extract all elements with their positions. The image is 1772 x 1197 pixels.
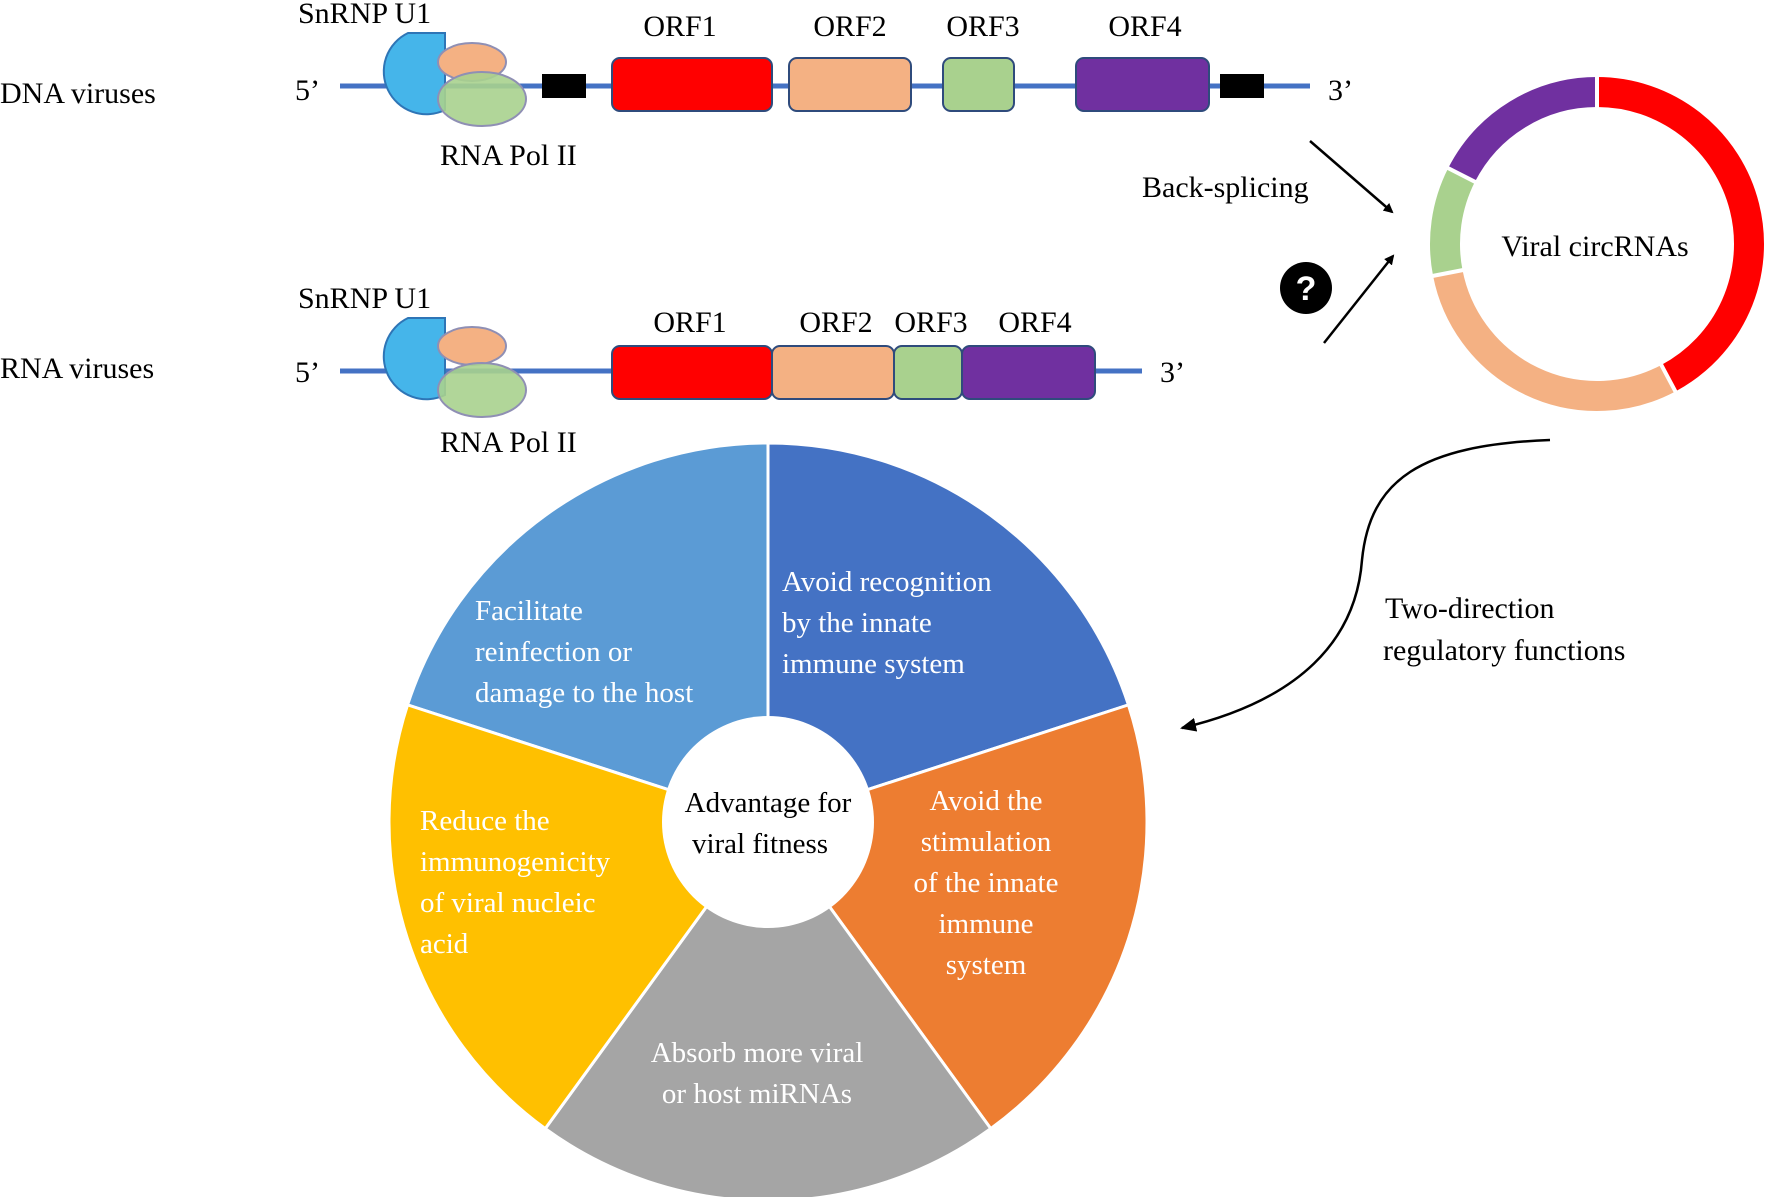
back-splicing-label: Back-splicing [1142, 171, 1309, 204]
wheel-text-reduce-immunogenicity-line1: Reduce the [420, 805, 550, 837]
circrna-label: Viral circRNAs [1501, 230, 1688, 263]
question-mark-glyph: ? [1296, 270, 1317, 308]
rna-orf3-box [893, 345, 963, 400]
rna-snrnp-label: SnRNP U1 [298, 282, 431, 315]
circ-junction-3 [1445, 165, 1478, 185]
dna-orf4-box [1075, 57, 1210, 112]
wheel-text-absorb-mirnas-line1: Absorb more viral [651, 1037, 864, 1069]
rna-orf4-box [961, 345, 1096, 400]
dna-left-marker [542, 74, 586, 98]
viral-circrna-ring: Viral circRNAs [1430, 75, 1764, 411]
dna-orf4-label: ORF4 [1108, 10, 1181, 43]
dna-three-prime-label: 3’ [1328, 74, 1353, 107]
wheel-text-reduce-immunogenicity-line3: of viral nucleic [420, 887, 596, 919]
circ-junction-2 [1430, 267, 1465, 279]
dna-orf2-label: ORF2 [813, 10, 886, 43]
wheel-slice-avoid-recognition [766, 441, 1131, 825]
wheel-slice-absorb-mirnas [543, 819, 993, 1197]
dna-rna-pol-label: RNA Pol II [440, 139, 577, 172]
circ-orf1-arc [1596, 77, 1764, 392]
rna-row-label: RNA viruses [0, 352, 154, 385]
dna-orf1-label: ORF1 [643, 10, 716, 43]
circ-junctions [1430, 75, 1679, 395]
wheel-center-line2: viral fitness [692, 828, 828, 860]
rna-rna-pol-label: RNA Pol II [440, 426, 577, 459]
wheel-text-avoid-recognition-line2: by the innate [782, 607, 932, 639]
dna-snrnp-u1-shape [382, 32, 446, 116]
dna-right-marker [1220, 74, 1264, 98]
wheel-text-avoid-stimulation-line1: Avoid the [929, 785, 1042, 817]
dna-virus-genome: DNA viruses 5’ SnRNP U1 RNA Pol II ORF1 … [0, 0, 1353, 172]
circ-orf4-arc [1448, 77, 1598, 183]
regulatory-label-line1: Two-direction [1385, 592, 1555, 625]
wheel-text-avoid-stimulation-line3: of the innate [914, 867, 1059, 899]
rna-orf3-label: ORF3 [894, 306, 967, 339]
wheel-center-line1: Advantage for [685, 787, 852, 819]
rna-to-circrna-arrow [1323, 254, 1395, 344]
wheel-text-absorb-mirnas-line2: or host miRNAs [662, 1078, 852, 1110]
rna-snrnp-small-subunit [437, 326, 507, 366]
dna-snrnp-label: SnRNP U1 [298, 0, 431, 30]
wheel-text-avoid-stimulation-line4: immune [938, 908, 1033, 940]
rna-five-prime-label: 5’ [295, 356, 320, 389]
circ-junction-1 [1658, 362, 1679, 395]
rna-snrnp-u1-shape [382, 317, 446, 401]
wheel-center-circle [662, 716, 874, 928]
regulatory-curved-arrow [1180, 438, 1551, 732]
wheel-text-avoid-recognition-line1: Avoid recognition [782, 566, 992, 598]
dna-row-label: DNA viruses [0, 77, 156, 110]
rna-orf4-label: ORF4 [998, 306, 1071, 339]
dna-orf2-box [788, 57, 912, 112]
rna-three-prime-label: 3’ [1160, 356, 1185, 389]
wheel-text-avoid-stimulation-line5: system [946, 949, 1027, 981]
wheel-slice-reinfection [405, 441, 770, 825]
rna-orf1-box [611, 345, 773, 400]
dna-orf1-box [611, 57, 773, 112]
rna-orf1-label: ORF1 [653, 306, 726, 339]
circ-orf3-arc [1430, 168, 1476, 276]
circ-orf2-arc [1433, 269, 1676, 411]
dna-orf3-label: ORF3 [946, 10, 1019, 43]
rna-orf2-box [771, 345, 895, 400]
wheel-text-reinfection-line1: Facilitate [475, 595, 583, 627]
advantage-wheel: Facilitate reinfection or damage to the ho… [387, 441, 1149, 1197]
question-circle-icon: ? [1280, 262, 1332, 314]
dna-orf3-box [942, 57, 1015, 112]
wheel-text-avoid-recognition-line3: immune system [782, 648, 965, 680]
wheel-text-reduce-immunogenicity-line2: immunogenicity [420, 846, 611, 878]
rna-orf2-label: ORF2 [799, 306, 872, 339]
wheel-texts: Facilitate reinfection or damage to the ho… [420, 566, 1058, 1110]
wheel-text-avoid-stimulation-line2: stimulation [921, 826, 1052, 858]
dna-five-prime-label: 5’ [295, 74, 320, 107]
regulatory-label-line2: regulatory functions [1383, 634, 1625, 667]
dna-to-circrna-arrow [1309, 140, 1394, 214]
wheel-text-reinfection-line3: damage to the host [475, 677, 693, 709]
dna-rna-pol-ii-shape [437, 71, 527, 127]
rna-rna-pol-ii-shape [437, 362, 527, 418]
wheel-text-reduce-immunogenicity-line4: acid [420, 928, 469, 960]
rna-virus-genome: RNA viruses 5’ SnRNP U1 RNA Pol II ORF1 … [0, 282, 1185, 459]
wheel-text-reinfection-line2: reinfection or [475, 636, 632, 668]
